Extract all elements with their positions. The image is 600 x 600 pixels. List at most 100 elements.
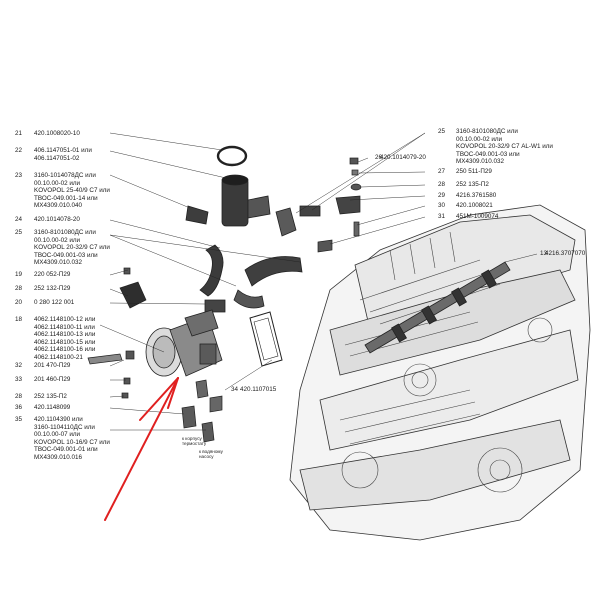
callout-part-number: 420.1008020-10 <box>34 130 80 138</box>
callout-line: 4062.1148100-11 или <box>34 323 95 331</box>
callout-line: 4062.1148100-15 или <box>34 338 96 346</box>
callout-line: 00.10.00-02 или <box>34 179 81 187</box>
callout-line: 4216.3707070 <box>545 250 586 257</box>
throttle-body <box>145 309 223 377</box>
callout-line: 4216.3761580 <box>456 192 497 199</box>
callout-line: KOVOPOL 25-40/9 С7 или <box>34 187 110 195</box>
callout-part-number: 4216.3761580 <box>456 192 496 200</box>
callout-line: 00.10.00-02 или <box>34 236 81 244</box>
callout-line: 252 132-П29 <box>34 285 71 292</box>
callout-line: 201 460-П29 <box>34 376 71 383</box>
note-line: к корпусу <box>182 436 202 441</box>
callout-line: МХ4309.010.032 <box>456 158 504 166</box>
callout-line: 00.10.00-02 или <box>456 135 503 143</box>
callout-line: 4062.1148100-21 <box>34 353 83 361</box>
callout-line: 4062.1148100-12 или <box>34 316 96 323</box>
callout-line: МХ4309.010.040 <box>34 202 82 210</box>
callout-number: 34 <box>230 386 238 393</box>
callout-number: 23 <box>14 172 22 179</box>
callout-line: ТВОС-049.001-01 или <box>34 446 98 454</box>
callout-part-number: 420.1014079-20 <box>380 154 426 162</box>
callout-number: 13 <box>539 250 547 257</box>
callout-part-number: 420.1008021 <box>456 202 493 210</box>
callout-line: 0 280 122 001 <box>34 299 75 306</box>
callout-number: 26 <box>374 154 382 161</box>
callout-part-number: 451М-1009074 <box>456 213 498 221</box>
callout-line: 420.1014079-20 <box>380 154 426 161</box>
callout-line: 00.10.00-07 или <box>34 431 81 439</box>
callout-number: 36 <box>14 404 22 411</box>
callout-part-number: 420.1148099 <box>34 404 70 412</box>
callout-line: 406.1147051-01 или <box>34 147 92 154</box>
note-line: к водяному <box>199 449 223 454</box>
callout-part-number: 252 132-П29 <box>34 285 70 293</box>
callout-number: 20 <box>14 299 22 306</box>
callout-line: 252 135-П2 <box>456 181 489 188</box>
callout-line: 420.1008020-10 <box>34 130 80 137</box>
callout-line: 4062.1148100-16 или <box>34 346 96 354</box>
callout-part-number: 4216.3707070 <box>545 250 585 258</box>
callout-part-number: 220 052-П29 <box>34 271 70 279</box>
callout-line: 420.1014078-20 <box>34 216 80 223</box>
callout-number: 25 <box>14 229 22 236</box>
callout-number: 22 <box>14 147 22 154</box>
callout-line: 451М-1009074 <box>456 213 499 220</box>
callout-number: 32 <box>14 362 22 369</box>
engine-block <box>289 204 591 541</box>
callout-number: 33 <box>14 376 22 383</box>
right-small-parts <box>317 157 362 253</box>
callout-line: KOVOPOL 20-32/9 С7 AL-W1 или <box>456 143 553 151</box>
callout-part-number: 252 135-П2 <box>456 181 489 189</box>
callout-part-number: 0 280 122 001 <box>34 299 74 307</box>
callout-part-number: 201 470-П29 <box>34 362 70 370</box>
callout-part-number: 420.1107015 <box>240 386 276 394</box>
callout-part-number: 252 135-П2 <box>34 393 67 401</box>
callout-line: 252 135-П2 <box>34 393 67 400</box>
callout-number: 28 <box>14 393 22 400</box>
fuel-rail <box>364 261 511 354</box>
callout-number: 21 <box>14 130 22 137</box>
callout-line: KOVOPOL 20-32/9 С7 или <box>34 244 110 252</box>
callout-number: 28 <box>437 181 445 188</box>
gasket <box>249 311 283 367</box>
callout-line: 406.1147051-02 <box>34 154 80 162</box>
callout-number: 30 <box>437 202 445 209</box>
callout-number: 29 <box>437 192 445 199</box>
red-arrow <box>104 377 179 521</box>
callout-part-number: 250 511-П29 <box>456 168 492 176</box>
callout-line: ТВОС-049.001-03 или <box>456 150 520 158</box>
callout-line: ТВОС-049.001-03 или <box>34 251 98 259</box>
air-intake-parts <box>185 145 321 313</box>
callout-line: 420.1148099 <box>34 404 71 411</box>
callout-number: 24 <box>14 216 22 223</box>
callout-part-number: 420.1014078-20 <box>34 216 80 224</box>
callout-number: 27 <box>437 168 445 175</box>
callout-number: 19 <box>14 271 22 278</box>
callout-line: 420.1008021 <box>456 202 493 209</box>
callout-number: 28 <box>14 285 22 292</box>
leader-lines <box>99 132 538 431</box>
callout-number: 35 <box>14 416 22 423</box>
callout-number: 25 <box>437 128 445 135</box>
callout-line: МХ4309.010.016 <box>34 453 82 461</box>
callout-line: ТВОС-049.001-14 или <box>34 194 98 202</box>
callout-line: 420.1107015 <box>240 386 277 393</box>
callout-line: 3160-8101080ДС или <box>456 128 518 135</box>
callout-line: 250 511-П29 <box>456 168 492 175</box>
callout-part-number: 201 460-П29 <box>34 376 70 384</box>
callout-line: 3160-8101080ДС или <box>34 229 96 236</box>
callout-number: 31 <box>437 213 445 220</box>
callout-number: 18 <box>14 316 22 323</box>
note-line: насосу <box>199 454 214 460</box>
callout-line: МХ4309.010.032 <box>34 259 82 267</box>
